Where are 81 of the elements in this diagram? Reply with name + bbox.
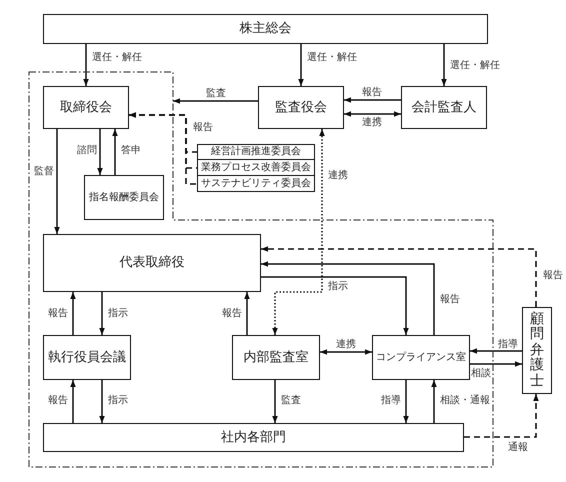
edge-label: 通報 [508, 442, 528, 453]
box-label: 取締役会 [60, 100, 112, 116]
edge-label: 監督 [34, 166, 54, 177]
committee-box [197, 144, 315, 160]
organization-box [258, 86, 344, 129]
arrow [344, 97, 401, 103]
edge-label: 連携 [362, 117, 382, 128]
arrow [83, 44, 89, 86]
arrow [97, 129, 103, 175]
edge-label: 指導 [381, 395, 401, 406]
arrow [470, 348, 522, 354]
box-label: 会計監査人 [412, 100, 476, 116]
box-label: 執行役員会議 [48, 350, 126, 366]
edge-label: 答申 [121, 145, 141, 156]
edge-label: 指導 [498, 339, 518, 350]
edge-label: 報告 [440, 294, 460, 305]
arrow [261, 261, 435, 335]
edge-label: 報告 [222, 308, 242, 319]
organization-box [372, 335, 470, 380]
organization-box [232, 335, 320, 380]
organization-box [43, 234, 261, 292]
edge-label: 報告 [193, 122, 213, 133]
arrow [129, 112, 197, 185]
double-headed-arrow [344, 111, 401, 117]
box-label: 代表取締役 [120, 255, 184, 271]
arrow [99, 380, 105, 423]
edge-label: 報告 [362, 87, 382, 98]
organization-box [43, 86, 129, 129]
edge-label: 選任・解任 [450, 60, 500, 71]
box-label: 内部監査室 [244, 350, 308, 366]
organization-box [43, 335, 131, 380]
arrow [470, 361, 522, 367]
edge-label: 指示 [108, 308, 128, 319]
organization-box [43, 423, 464, 452]
arrow [298, 44, 304, 86]
box-label: 業務プロセス改善委員会 [201, 162, 311, 174]
arrow [261, 246, 537, 307]
committee-box [197, 176, 315, 192]
edge-label: 報告 [48, 395, 68, 406]
arrow [403, 380, 409, 423]
edge-label: 相談・通報 [440, 395, 490, 406]
box-label: 社内各部門 [221, 430, 286, 446]
arrow [112, 129, 118, 175]
committee-box [197, 160, 315, 176]
arrow [70, 380, 76, 423]
edge-label: 選任・解任 [307, 52, 357, 63]
edge-label: 諮問 [77, 145, 97, 156]
box-label: 株主総会 [240, 21, 292, 37]
edge-label: 監査 [206, 88, 226, 99]
arrow [99, 292, 105, 335]
edge-label: 相談 [471, 368, 491, 379]
arrow [441, 44, 447, 86]
committee-box [84, 175, 164, 220]
edge-label: 指示 [108, 395, 128, 406]
box-label: コンプライアンス室 [376, 352, 466, 364]
arrow [173, 98, 258, 104]
edge-label: 連携 [328, 170, 348, 181]
box-label: 顧問弁護士 [530, 312, 544, 389]
box-label: 監査役会 [275, 100, 327, 116]
organization-box [522, 307, 552, 394]
edge-label: 報告 [48, 308, 68, 319]
organization-box [401, 86, 487, 129]
double-headed-arrow [320, 349, 372, 355]
arrow [244, 292, 250, 335]
edge-label: 連携 [336, 339, 356, 350]
arrow [272, 380, 278, 423]
arrow [70, 292, 76, 335]
arrow [464, 394, 539, 438]
arrow [431, 380, 437, 423]
edge-label: 選任・解任 [92, 52, 142, 63]
edge-label: 指示 [328, 281, 348, 292]
box-label: 指名報酬委員会 [89, 192, 159, 204]
dash-dot-boundary [29, 72, 493, 467]
edge-label: 監査 [281, 395, 301, 406]
arrow [54, 129, 60, 234]
box-label: サステナビリティ委員会 [201, 178, 311, 190]
organization-box [43, 14, 488, 44]
edge-label: 報告 [543, 270, 563, 281]
arrow [261, 276, 409, 335]
double-headed-arrow [272, 129, 325, 335]
box-label: 経営計画推進委員会 [211, 146, 301, 158]
